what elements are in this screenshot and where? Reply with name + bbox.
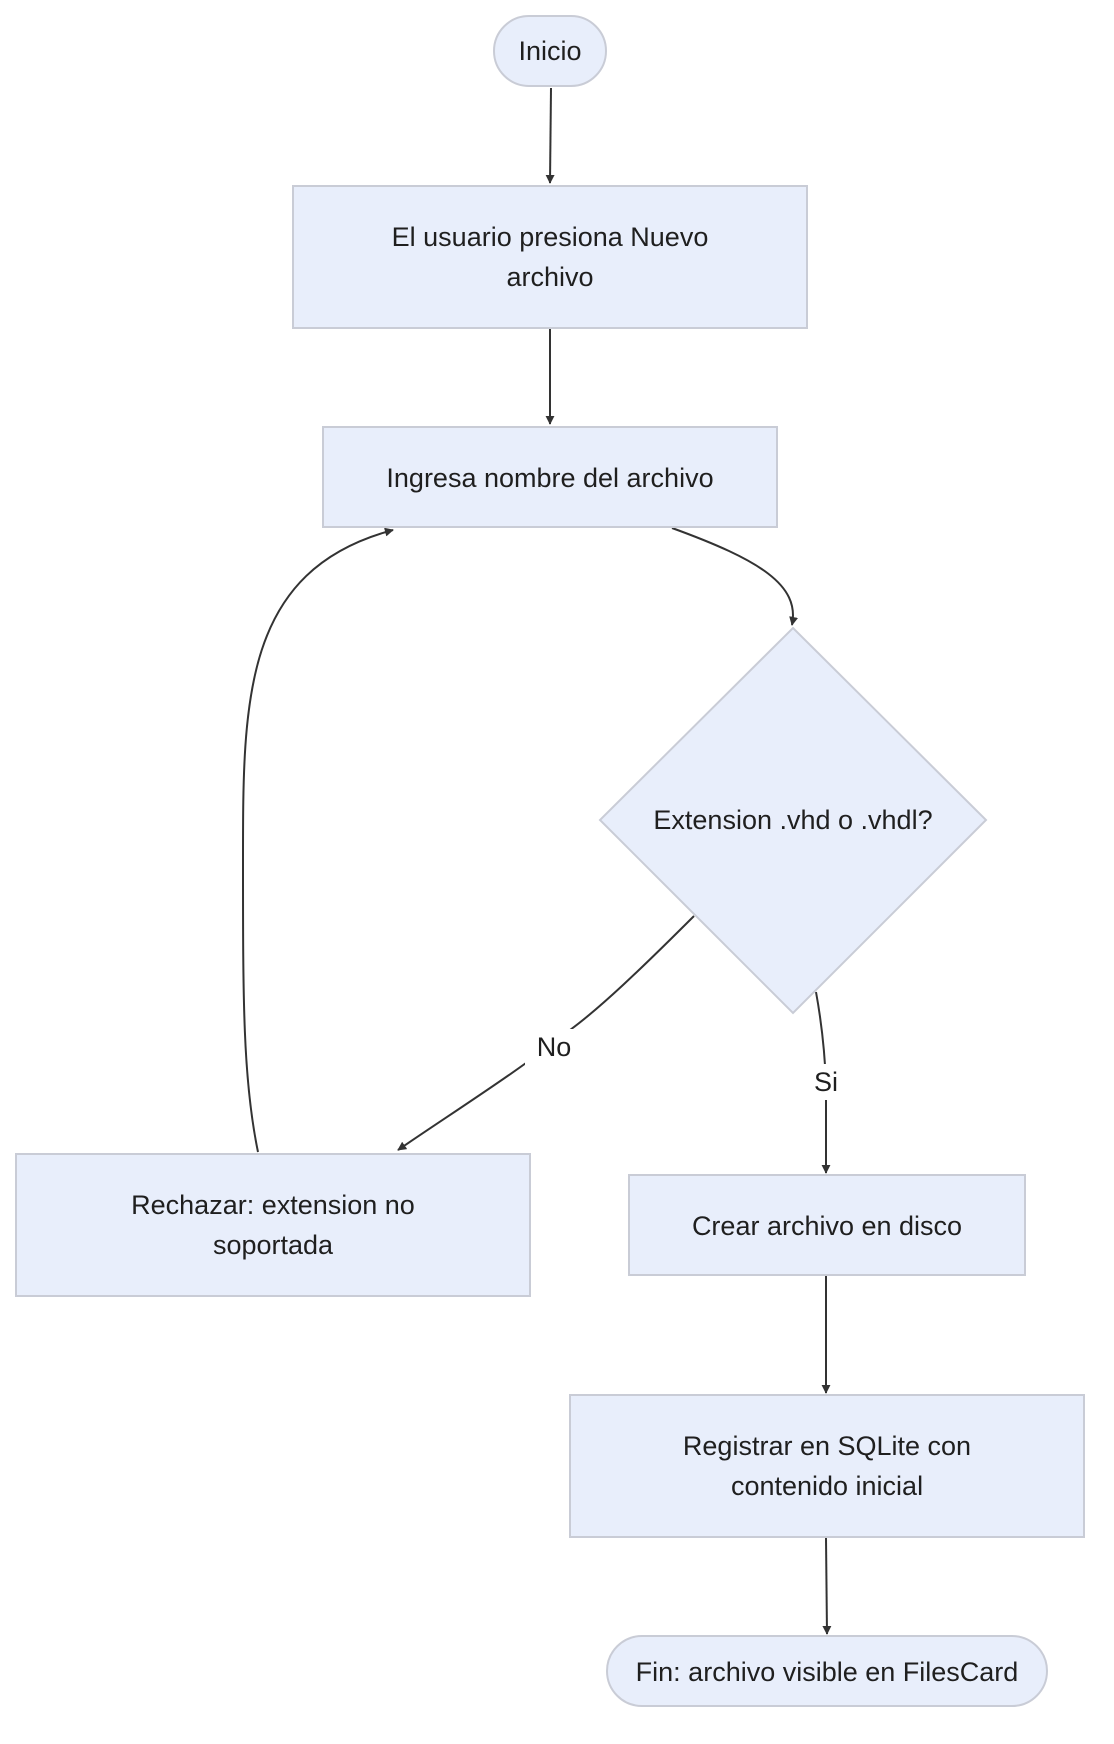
node-new-file-line-1: El usuario presiona Nuevo bbox=[392, 222, 709, 252]
node-reject: Rechazar: extension no soportada bbox=[15, 1153, 531, 1297]
node-check-ext: Extension .vhd o .vhdl? bbox=[598, 626, 988, 1015]
edge-register-to-end bbox=[822, 1537, 832, 1635]
node-new-file-line-2: archivo bbox=[506, 262, 593, 292]
node-new-file: El usuario presiona Nuevo archivo bbox=[292, 185, 808, 329]
edge-label-si-text: Si bbox=[814, 1067, 838, 1097]
node-create-file: Crear archivo en disco bbox=[628, 1174, 1026, 1276]
node-register: Registrar en SQLite con contenido inicia… bbox=[569, 1394, 1085, 1538]
node-register-line-2: contenido inicial bbox=[731, 1471, 923, 1501]
node-end-label: Fin: archivo visible en FilesCard bbox=[636, 1657, 1019, 1687]
node-start: Inicio bbox=[493, 15, 607, 87]
node-end: Fin: archivo visible en FilesCard bbox=[606, 1635, 1048, 1707]
node-register-line-1: Registrar en SQLite con bbox=[683, 1431, 971, 1461]
node-start-label: Inicio bbox=[518, 36, 581, 66]
node-enter-name-label: Ingresa nombre del archivo bbox=[386, 463, 713, 493]
edge-enter-name-to-check-ext bbox=[671, 527, 798, 626]
edge-label-si: Si bbox=[806, 1064, 846, 1100]
node-reject-line-2: soportada bbox=[213, 1230, 334, 1260]
edge-label-no-text: No bbox=[537, 1032, 572, 1062]
node-create-file-label: Crear archivo en disco bbox=[692, 1211, 962, 1241]
node-check-ext-label: Extension .vhd o .vhdl? bbox=[653, 805, 932, 835]
edge-start-to-new-file bbox=[545, 87, 555, 184]
edge-label-no: No bbox=[525, 1029, 583, 1065]
node-enter-name: Ingresa nombre del archivo bbox=[322, 426, 778, 528]
edge-reject-to-enter-name bbox=[242, 527, 394, 1153]
node-reject-line-1: Rechazar: extension no bbox=[131, 1190, 415, 1220]
